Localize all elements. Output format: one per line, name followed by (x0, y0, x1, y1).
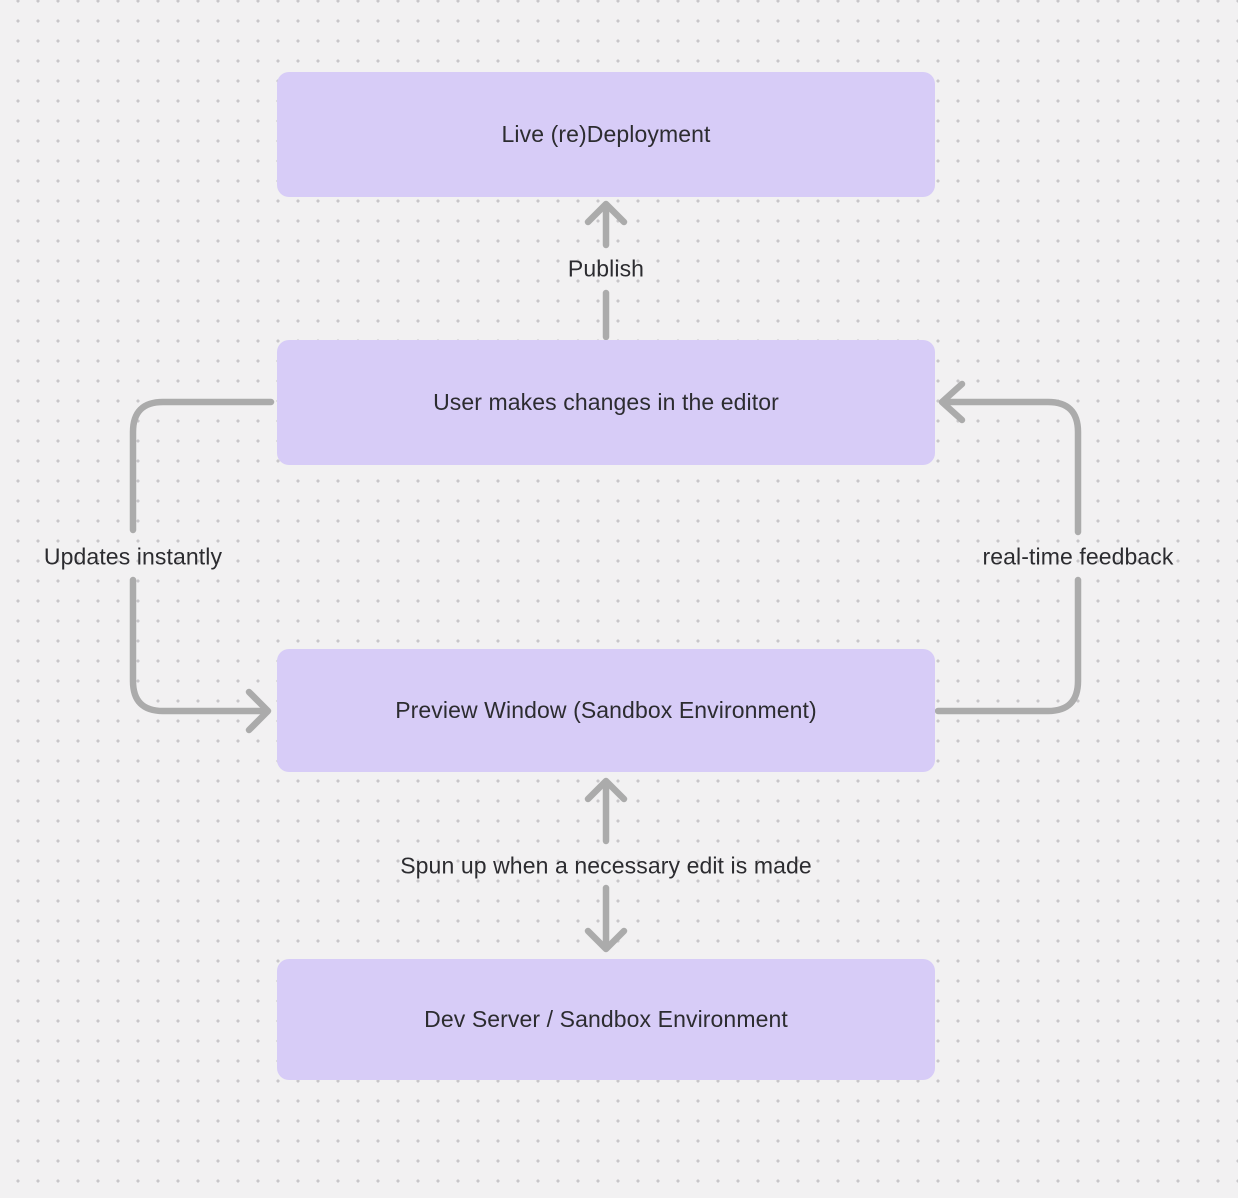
node-user-editor: User makes changes in the editor (277, 340, 935, 465)
spun-up-arrowhead-down-icon (584, 927, 628, 953)
node-preview-window: Preview Window (Sandbox Environment) (277, 649, 935, 772)
updates-instantly-arrow-upper-line (129, 398, 275, 534)
node-live-redeployment: Live (re)Deployment (277, 72, 935, 197)
realtime-feedback-arrow-upper-line (945, 398, 1082, 536)
edge-label-realtime-feedback: real-time feedback (982, 543, 1174, 570)
edge-label-spun-up: Spun up when a necessary edit is made (400, 852, 812, 879)
node-user-editor-label: User makes changes in the editor (433, 388, 779, 415)
updates-instantly-arrow-lower-line (129, 576, 265, 715)
edge-label-updates-instantly: Updates instantly (43, 543, 223, 570)
node-live-redeployment-label: Live (re)Deployment (501, 120, 711, 147)
updates-instantly-arrowhead-right-icon (245, 688, 272, 734)
publish-arrowhead-up-icon (584, 200, 628, 226)
realtime-feedback-arrowhead-left-icon (938, 380, 966, 424)
node-preview-window-label: Preview Window (Sandbox Environment) (395, 696, 817, 723)
spun-up-arrowhead-up-icon (584, 777, 628, 803)
node-dev-server: Dev Server / Sandbox Environment (277, 959, 935, 1080)
realtime-feedback-arrow-lower-line (934, 576, 1082, 715)
edge-label-publish: Publish (567, 255, 645, 282)
node-dev-server-label: Dev Server / Sandbox Environment (424, 1005, 788, 1032)
